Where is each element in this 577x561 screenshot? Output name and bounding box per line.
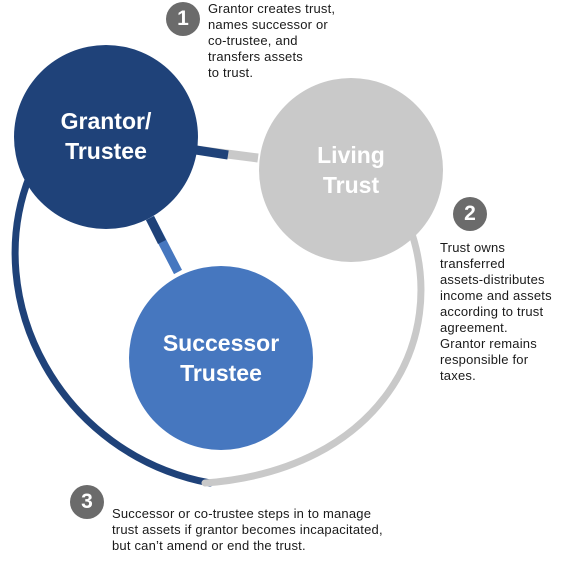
outer-dark-arc xyxy=(11,171,214,487)
successor-circle xyxy=(129,266,313,450)
connector-grantor-successor-dark xyxy=(145,215,167,245)
step-3-text: Successor or co-trustee steps in to mana… xyxy=(112,506,383,553)
step-1-badge: 1 xyxy=(166,2,200,36)
grantor-circle xyxy=(14,45,198,229)
step-2-badge: 2 xyxy=(453,197,487,231)
successor-label: Successor Trustee xyxy=(162,330,280,386)
step-2-text: Trust owns transferred assets-distribute… xyxy=(440,240,552,383)
step-3-badge: 3 xyxy=(70,485,104,519)
step-1-text: Grantor creates trust, names successor o… xyxy=(208,1,336,80)
connector-grantor-living-dark xyxy=(195,145,229,160)
living-trust-label: Living Trust xyxy=(317,142,385,198)
living-trust-circle xyxy=(259,78,443,262)
outer-light-arc xyxy=(201,224,425,487)
grantor-label: Grantor/ Trustee xyxy=(60,108,152,164)
